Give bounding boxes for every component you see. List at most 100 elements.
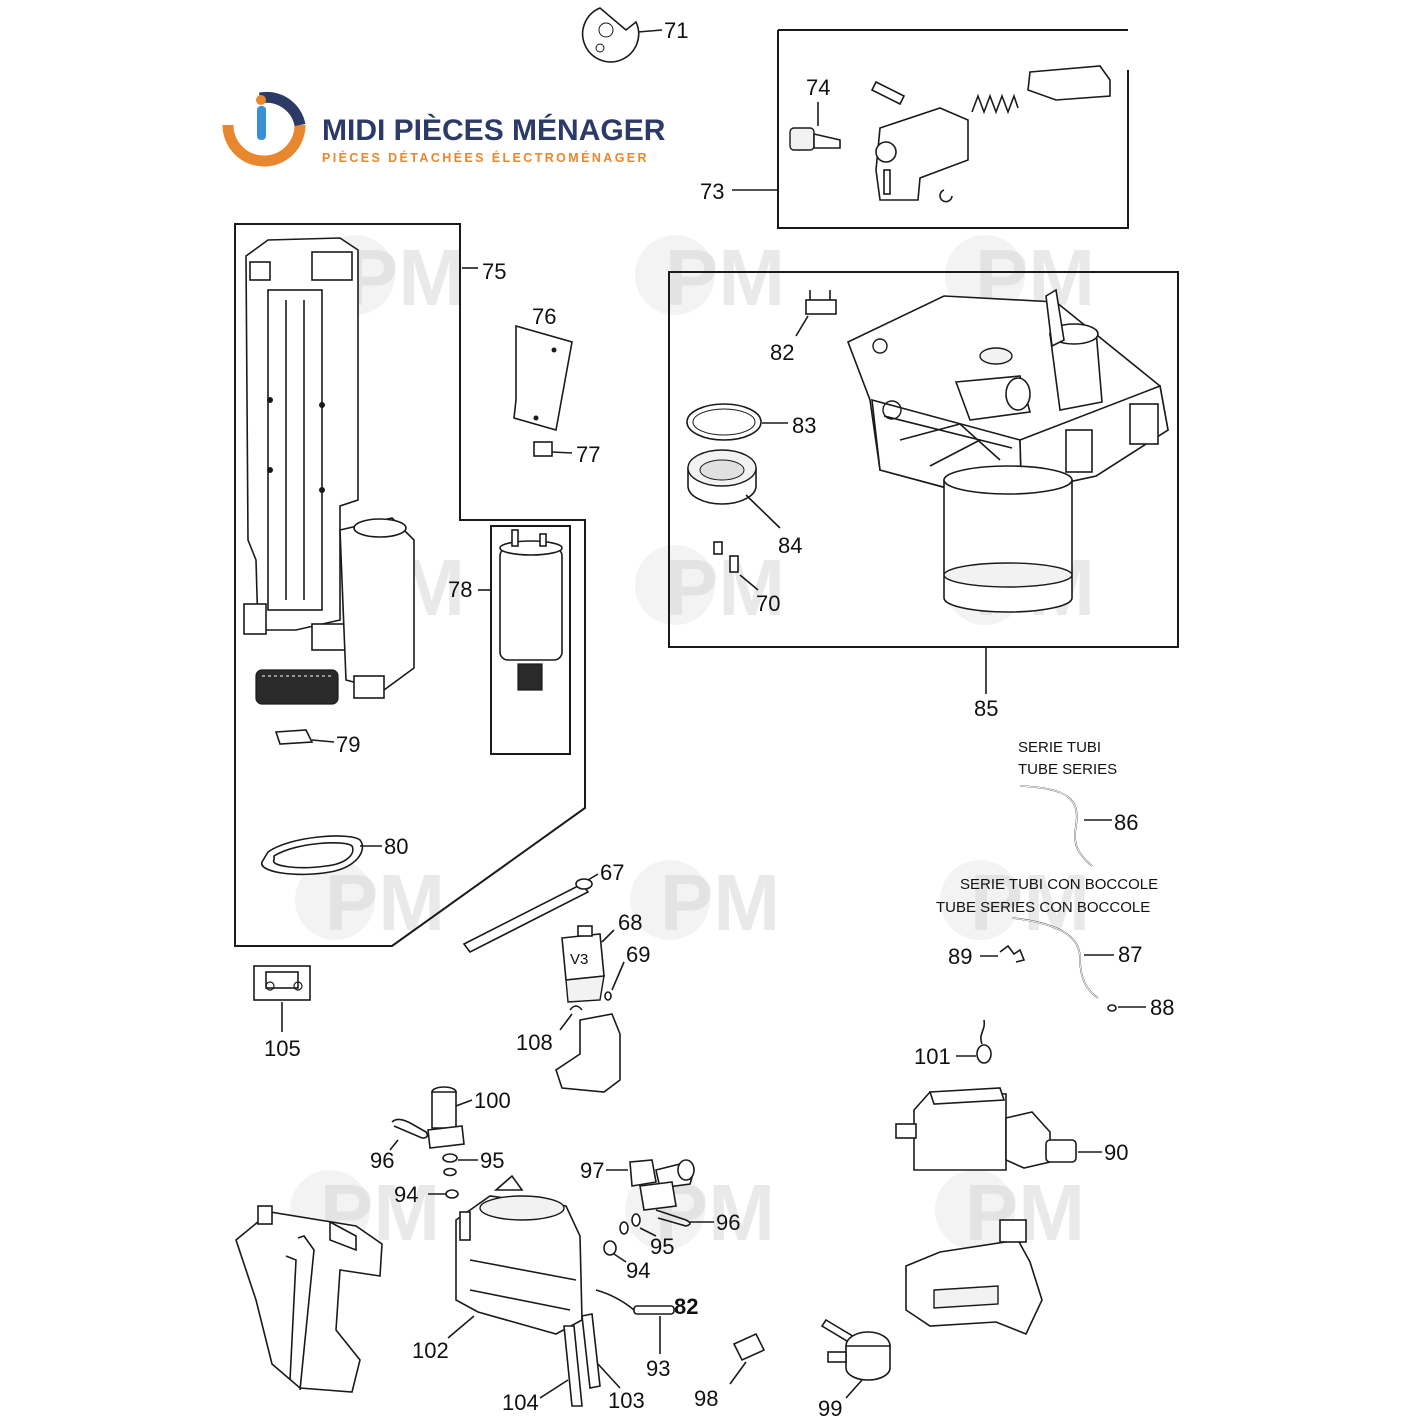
part-98-microswitch: 98 — [694, 1332, 766, 1411]
part-101-fuse: 101 — [914, 1019, 992, 1069]
watermark: PM — [635, 233, 785, 322]
part-74-knob: 74 — [789, 75, 841, 151]
callout-70: 70 — [756, 591, 780, 616]
assembly-85-brew-unit: 85 82 83 84 70 — [668, 271, 1179, 721]
callout-103: 103 — [608, 1388, 645, 1413]
part-82-switch: 82 — [770, 290, 837, 365]
part-96-clip-a: 96 — [370, 1118, 429, 1173]
callout-95-b: 95 — [650, 1234, 674, 1259]
callout-82-probe: 82 — [674, 1294, 698, 1319]
logo-navy-arc — [258, 91, 306, 127]
svg-text:PM: PM — [970, 858, 1090, 947]
callout-69: 69 — [626, 942, 650, 967]
callout-99: 99 — [818, 1396, 842, 1421]
brand-logo: MIDI PIÈCES MÉNAGER PIÈCES DÉTACHÉES ÉLE… — [222, 91, 666, 167]
callout-75: 75 — [482, 259, 506, 284]
part-77-microswitch: 77 — [533, 441, 600, 467]
svg-text:PM: PM — [345, 233, 465, 322]
part-pump-bracket — [905, 1219, 1043, 1336]
part-94-seal-a: 94 — [394, 1182, 459, 1207]
callout-88: 88 — [1150, 995, 1174, 1020]
watermark: PM — [295, 858, 445, 947]
part-79-plate: 79 — [274, 729, 360, 757]
callout-102: 102 — [412, 1338, 449, 1363]
callout-79: 79 — [336, 732, 360, 757]
watermark: PM — [635, 543, 785, 632]
part-108-bracket: 108 — [516, 1005, 621, 1093]
part-93-probe: 93 82 — [595, 1289, 698, 1381]
callout-77: 77 — [576, 442, 600, 467]
callout-94-b: 94 — [626, 1258, 650, 1283]
callout-100: 100 — [474, 1088, 511, 1113]
part-102-boiler: 102 — [412, 1174, 583, 1363]
note-tube-series-it: SERIE TUBI — [1018, 739, 1101, 756]
callout-87: 87 — [1118, 942, 1142, 967]
callout-93: 93 — [646, 1356, 670, 1381]
callout-90: 90 — [1104, 1140, 1128, 1165]
part-71-cover: 71 — [581, 7, 688, 63]
valve-marking: V3 — [570, 951, 588, 968]
callout-108: 108 — [516, 1030, 553, 1055]
callout-71: 71 — [664, 18, 688, 43]
part-70-screws: 70 — [713, 541, 780, 616]
svg-text:PM: PM — [965, 1168, 1085, 1257]
part-90-pump: 90 — [895, 1087, 1128, 1171]
callout-78: 78 — [448, 577, 472, 602]
callout-98: 98 — [694, 1386, 718, 1411]
part-86-tube-series: SERIE TUBI TUBE SERIES 86 — [1018, 739, 1138, 867]
callout-101: 101 — [914, 1044, 951, 1069]
assembly-73-kit: 73 74 — [700, 29, 1129, 229]
callout-104: 104 — [502, 1390, 539, 1415]
part-96-clip-b: 96 — [655, 1209, 740, 1235]
svg-text:PM: PM — [325, 858, 445, 947]
callout-84: 84 — [778, 533, 802, 558]
part-68-solenoid-valve: V3 68 — [561, 910, 642, 1003]
part-80-belt: 80 — [261, 834, 408, 876]
part-75-motor-block — [255, 517, 415, 705]
part-104-tube: 104 — [502, 1325, 583, 1415]
callout-89: 89 — [948, 944, 972, 969]
assembly-75-drive: 75 76 — [234, 223, 600, 947]
callout-86: 86 — [1114, 810, 1138, 835]
callout-95-a: 95 — [480, 1148, 504, 1173]
part-100-valve-fitting: 100 — [427, 1086, 511, 1149]
part-75-rail-housing — [243, 237, 359, 651]
part-97-steam-valve: 97 — [580, 1158, 695, 1211]
brand-tagline: PIÈCES DÉTACHÉES ÉLECTROMÉNAGER — [322, 150, 649, 165]
part-95-seal-b: 95 — [619, 1213, 674, 1259]
part-tank-housing — [235, 1205, 383, 1393]
part-99-valve: 99 — [818, 1318, 891, 1421]
svg-text:PM: PM — [665, 233, 785, 322]
watermark: PM — [630, 858, 780, 947]
part-87-bushing-tube: SERIE TUBI CON BOCCOLE TUBE SERIES CON B… — [936, 876, 1158, 999]
note-bushing-series-en: TUBE SERIES CON BOCCOLE — [936, 899, 1150, 916]
part-83-oring: 83 — [686, 403, 816, 441]
callout-82-switch: 82 — [770, 340, 794, 365]
part-78-motor: 78 — [448, 529, 563, 691]
callout-73: 73 — [700, 179, 724, 204]
logo-orange-arc — [222, 124, 306, 167]
note-tube-series-en: TUBE SERIES — [1018, 761, 1117, 778]
callout-105: 105 — [264, 1036, 301, 1061]
note-bushing-series-it: SERIE TUBI CON BOCCOLE — [960, 876, 1158, 893]
part-103-tube: 103 — [581, 1313, 645, 1413]
callout-85: 85 — [974, 696, 998, 721]
callout-94-a: 94 — [394, 1182, 418, 1207]
brand-name: MIDI PIÈCES MÉNAGER — [322, 113, 666, 147]
part-84-filter: 84 — [687, 449, 802, 558]
callout-96-b: 96 — [716, 1210, 740, 1235]
callout-67: 67 — [600, 860, 624, 885]
part-69-oring: 69 — [604, 942, 650, 1001]
logo-blue-bar — [257, 106, 266, 140]
logo-dot — [256, 95, 266, 105]
callout-97: 97 — [580, 1158, 604, 1183]
callout-76: 76 — [532, 304, 556, 329]
part-76-board: 76 — [513, 304, 573, 432]
part-94-seal-b: 94 — [603, 1240, 650, 1283]
callout-74: 74 — [806, 75, 830, 100]
part-95-seal-a: 95 — [442, 1148, 504, 1177]
svg-text:PM: PM — [665, 543, 785, 632]
part-85-brew-body — [846, 288, 1169, 613]
part-89-clip: 89 — [948, 944, 1026, 969]
